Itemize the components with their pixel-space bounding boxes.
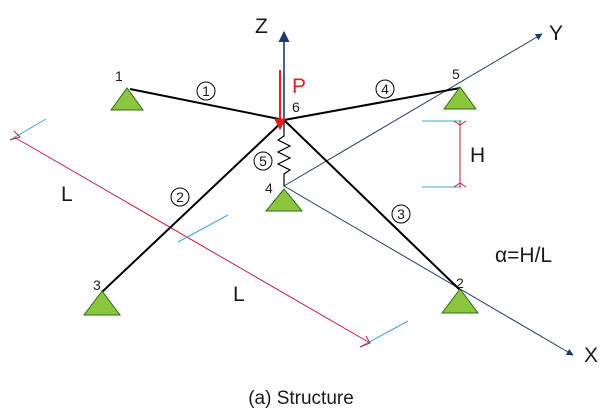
member-2 bbox=[101, 119, 285, 293]
l-ext-mid bbox=[177, 214, 229, 243]
support-node-5 bbox=[443, 86, 477, 110]
load: P bbox=[274, 70, 306, 131]
member-1 bbox=[129, 88, 285, 121]
dimensions: H L L α=H/L bbox=[9, 118, 552, 348]
load-label: P bbox=[292, 75, 306, 98]
member-circle-2 bbox=[170, 187, 190, 207]
supports bbox=[83, 86, 479, 316]
node-label-3: 3 bbox=[93, 277, 101, 293]
member-circle-4 bbox=[375, 79, 395, 99]
support-node-1 bbox=[110, 87, 144, 111]
member-circle-1 bbox=[196, 81, 216, 101]
member-circle-5 bbox=[253, 151, 273, 171]
member-label-2: 2 bbox=[176, 189, 184, 205]
y-axis bbox=[283, 33, 543, 187]
l-label-left: L bbox=[61, 183, 73, 206]
node-label-1: 1 bbox=[115, 68, 123, 84]
h-label: H bbox=[470, 144, 485, 167]
l-ext-left bbox=[9, 118, 47, 141]
member-label-5: 5 bbox=[259, 153, 267, 169]
member-5-spring bbox=[276, 120, 292, 186]
member-label-1: 1 bbox=[202, 83, 210, 99]
member-label-4: 4 bbox=[381, 81, 389, 97]
node-label-4: 4 bbox=[265, 180, 273, 196]
members bbox=[101, 87, 461, 293]
node-label-6: 6 bbox=[292, 99, 300, 115]
x-axis bbox=[283, 185, 574, 356]
l-tick-left bbox=[9, 130, 21, 141]
l-ext-right bbox=[359, 320, 409, 348]
member-3 bbox=[283, 119, 461, 291]
support-node-2 bbox=[441, 288, 479, 314]
node-labels: 1 5 6 4 3 2 bbox=[93, 66, 464, 293]
l-tick-right bbox=[359, 335, 371, 348]
node-label-2: 2 bbox=[456, 275, 464, 291]
support-node-3 bbox=[83, 290, 121, 316]
y-axis-label: Y bbox=[549, 22, 563, 45]
ratio-label: α=H/L bbox=[495, 244, 552, 267]
node-label-5: 5 bbox=[452, 66, 460, 82]
support-node-4 bbox=[264, 188, 304, 212]
member-labels: 1 4 2 3 5 bbox=[170, 79, 411, 224]
member-label-3: 3 bbox=[397, 206, 405, 222]
l-label-bottom: L bbox=[233, 283, 245, 306]
x-axis-label: X bbox=[584, 344, 598, 367]
axes: Z Y X bbox=[255, 15, 598, 367]
member-circle-3 bbox=[391, 204, 411, 224]
member-4 bbox=[283, 87, 461, 121]
h-tick-top bbox=[453, 120, 467, 126]
l-dim-line bbox=[13, 136, 371, 344]
z-axis-label: Z bbox=[255, 15, 268, 38]
figure-caption: (a) Structure bbox=[248, 388, 354, 409]
h-tick-bottom bbox=[453, 182, 467, 188]
